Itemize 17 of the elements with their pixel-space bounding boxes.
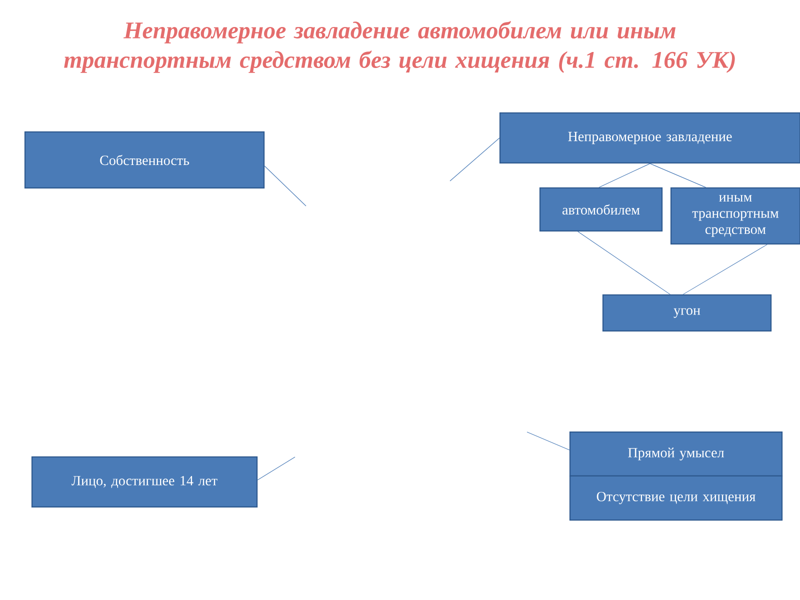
label-box: Отсутствие цели хищения	[569, 475, 783, 521]
label-box: Прямой умысел	[569, 431, 783, 477]
connector-line	[264, 166, 306, 206]
label-box: Собственность	[24, 131, 265, 189]
connector-line	[650, 163, 706, 188]
connector-line	[450, 138, 500, 182]
label-box: автомобилем	[539, 187, 663, 232]
label-box: иным транспортным средством	[670, 187, 800, 245]
label-box: угон	[602, 294, 772, 332]
connector-line	[526, 432, 570, 450]
label-box: Лицо, достигшее 14 лет	[31, 456, 258, 508]
connector-line	[598, 163, 650, 188]
label-box: Неправомерное завладение	[499, 112, 800, 164]
connector-line	[257, 456, 296, 480]
connector-line	[578, 231, 670, 295]
title: Неправомерное завладение автомобилем или иным транспортным средством без цели хищения (ч.1 ст. 166 УК)	[64, 21, 735, 73]
connector-line	[682, 244, 768, 295]
